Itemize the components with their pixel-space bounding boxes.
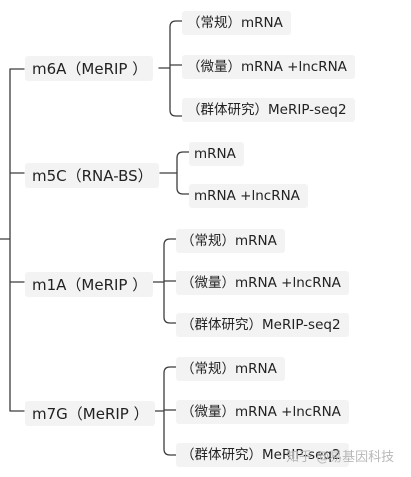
m6a-branch-line [158, 20, 183, 117]
group-node-m6a: m6A（MeRIP ） [25, 56, 154, 81]
m7g-branch-line [152, 366, 177, 456]
group-node-m7g: m7G（MeRIP ） [25, 401, 155, 426]
leaf-node-m1a-low-input: （微量）mRNA +lncRNA [176, 271, 349, 295]
m5c-branch-line [159, 151, 190, 195]
leaf-node-m7g-low-input: （微量）mRNA +lncRNA [176, 400, 349, 424]
leaf-node-m5c-mrna-lncrna: mRNA +lncRNA [189, 184, 308, 208]
leaf-node-m6a-low-input: （微量）mRNA +lncRNA [182, 55, 355, 79]
leaf-node-m7g-population: （群体研究）MeRIP-seq2 [176, 443, 349, 467]
leaf-node-m6a-conventional: （常规）mRNA [182, 11, 291, 35]
leaf-node-m6a-population: （群体研究）MeRIP-seq2 [182, 98, 355, 122]
m1a-branch-line [152, 238, 177, 324]
leaf-node-m5c-mrna: mRNA [189, 142, 244, 166]
watermark-text: 知乎 @易基因科技 [286, 450, 395, 465]
root-branch-line [0, 68, 25, 412]
leaf-node-m1a-conventional: （常规）mRNA [176, 229, 285, 253]
group-node-m5c: m5C（RNA-BS） [25, 163, 159, 188]
group-node-m1a: m1A（MeRIP ） [25, 272, 154, 297]
leaf-node-m1a-population: （群体研究）MeRIP-seq2 [176, 313, 349, 337]
leaf-node-m7g-conventional: （常规）mRNA [176, 357, 285, 381]
